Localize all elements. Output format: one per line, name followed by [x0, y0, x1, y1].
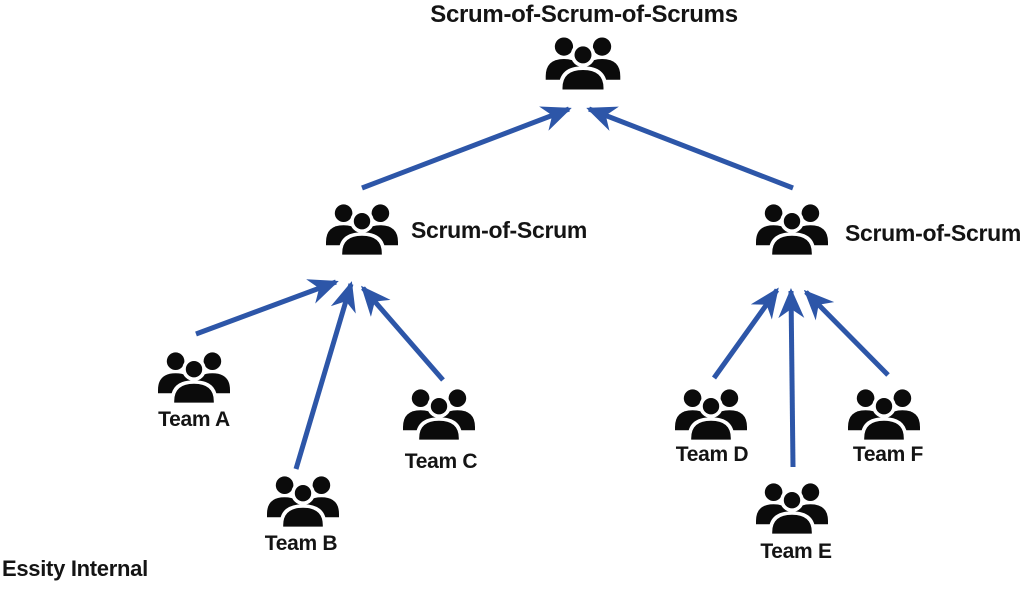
sos-right-people-group-icon	[751, 202, 833, 258]
team-f-label: Team F	[852, 443, 924, 466]
team-d-people-group-icon	[670, 387, 752, 443]
team-c-people-group-icon	[397, 387, 481, 443]
diagram-title: Scrum-of-Scrum-of-Scrums	[430, 1, 738, 28]
arrow-team-a-to-sos-left	[195, 279, 339, 337]
team-a-people-group-icon	[152, 350, 236, 406]
arrow-team-c-to-sos-left	[361, 285, 445, 382]
team-c-label: Team C	[404, 450, 478, 473]
arrow-team-e-to-sos-right	[778, 288, 805, 468]
arrow-team-d-to-sos-right	[711, 287, 780, 380]
team-e-label: Team E	[760, 540, 832, 563]
sos-right-label: Scrum-of-Scrum	[845, 220, 1021, 246]
scrum-of-scrums-people-group-icon	[539, 35, 627, 93]
team-e-people-group-icon	[750, 481, 834, 537]
arrow-team-f-to-sos-right	[803, 289, 890, 377]
team-b-people-group-icon	[261, 474, 345, 530]
team-b-label: Team B	[264, 532, 338, 555]
arrow-sos-left-to-top	[361, 106, 572, 191]
sos-left-people-group-icon	[321, 202, 403, 258]
footer-watermark: Essity Internal	[2, 556, 148, 581]
sos-left-label: Scrum-of-Scrum	[411, 217, 587, 243]
arrow-team-b-to-sos-left	[293, 281, 356, 470]
team-d-label: Team D	[675, 443, 749, 466]
team-f-people-group-icon	[844, 387, 924, 443]
team-a-label: Team A	[158, 408, 230, 431]
arrow-sos-right-to-top	[586, 106, 794, 191]
